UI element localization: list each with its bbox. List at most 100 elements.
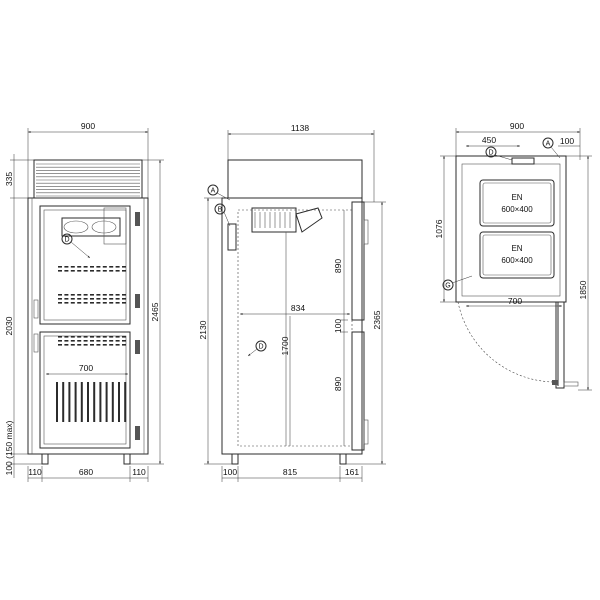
dim-side-depth: 1138: [291, 123, 310, 133]
top-view: EN 600×400 EN 600×400 D A G 900 450 100: [434, 121, 592, 391]
vent-slot: [102, 266, 107, 268]
vent-slot: [109, 340, 114, 342]
vent-slot: [96, 294, 101, 296]
side-upper-door: [351, 201, 365, 321]
handle-icon: [563, 381, 579, 387]
dim-right-foot: 110: [132, 467, 146, 477]
dim-total-height: 2465: [150, 302, 160, 321]
front-cabinet-body: [27, 197, 149, 455]
vent-slot: [109, 294, 114, 296]
callout-d-side-circle: [255, 340, 267, 352]
vent-slot: [70, 266, 75, 268]
vent-slot: [96, 266, 101, 268]
front-foot-left: [41, 453, 49, 465]
grille-slot: [124, 382, 127, 422]
vent-slot: [115, 336, 120, 338]
grille-slot: [74, 382, 77, 422]
dim-top-inner-width: 700: [508, 296, 522, 306]
vent-slot: [58, 340, 62, 342]
vent-slot: [77, 294, 82, 296]
dim-body-height: 2130: [198, 320, 208, 339]
tray-2-label: EN: [511, 244, 522, 253]
top-tray-2: EN 600×400: [479, 231, 555, 279]
vent-slot: [77, 340, 82, 342]
vent-slot: [58, 266, 62, 268]
dim-foot-height: 100 (150 max): [4, 420, 14, 475]
vent-slot: [90, 344, 94, 346]
vent-slot: [70, 336, 75, 338]
vent-slot: [122, 266, 126, 268]
vent-slot: [109, 298, 114, 300]
vent-slot: [70, 340, 75, 342]
callout-a-top-label: A: [546, 141, 551, 148]
callout-b-label: B: [218, 207, 223, 214]
hinge-icon: [135, 294, 140, 308]
front-lower-door: [39, 331, 131, 449]
dim-top-depth: 1076: [434, 219, 444, 238]
vent-slot: [83, 302, 88, 304]
vent-slot: [90, 270, 94, 272]
dim-upper-height: 890: [333, 259, 343, 273]
front-vent-slots: [58, 266, 126, 346]
callout-d-top-circle: [485, 146, 497, 158]
dim-mid-gap: 100: [333, 319, 343, 333]
vent-slot: [77, 344, 82, 346]
dim-door-height: 2030: [4, 316, 14, 335]
side-lower-door: [351, 331, 365, 451]
vent-slot: [90, 302, 94, 304]
vent-slot: [90, 340, 94, 342]
front-lower-grille: [56, 382, 127, 422]
vent-slot: [122, 340, 126, 342]
grille-slot: [87, 382, 89, 422]
hinge-icon: [135, 340, 140, 354]
vent-slot: [58, 294, 62, 296]
grille-slot: [93, 382, 96, 422]
grille-slot: [56, 382, 58, 422]
vent-slot: [64, 294, 69, 296]
front-view: D 900 335 2030 100 (150 max) 2465: [4, 121, 164, 482]
vent-slot: [96, 344, 101, 346]
vent-slot: [115, 266, 120, 268]
vent-slot: [77, 266, 82, 268]
vent-slot: [122, 302, 126, 304]
vent-slot: [77, 298, 82, 300]
vent-slot: [115, 270, 120, 272]
dim-base-depth: 815: [283, 467, 297, 477]
vent-slot: [115, 294, 120, 296]
vent-slot: [64, 302, 69, 304]
vent-slot: [115, 302, 120, 304]
vent-slot: [109, 270, 114, 272]
side-dimensions: 1138 2130 890 100 890 834 1700 2365: [198, 123, 386, 482]
front-dimensions: 900 335 2030 100 (150 max) 2465 700: [4, 121, 164, 482]
vent-slot: [102, 270, 107, 272]
vent-slot: [70, 298, 75, 300]
vent-slot: [58, 270, 62, 272]
side-fan-unit: [295, 207, 323, 233]
dim-inner-depth: 834: [291, 303, 305, 313]
side-inner-compartment: [237, 209, 353, 447]
vent-slot: [90, 266, 94, 268]
vent-slot: [102, 344, 107, 346]
vent-slot: [64, 298, 69, 300]
top-body: [455, 155, 567, 303]
dim-front-width: 900: [81, 121, 95, 131]
top-door-swing: [457, 301, 559, 383]
vent-slot: [83, 294, 88, 296]
vent-slot: [64, 340, 69, 342]
vent-slot: [102, 340, 107, 342]
vent-slot: [64, 266, 69, 268]
vent-slot: [96, 270, 101, 272]
top-fan-cover: [511, 157, 535, 165]
vent-slot: [90, 294, 94, 296]
vent-slot: [102, 294, 107, 296]
front-foot-right: [123, 453, 131, 465]
callout-a-top-circle: [542, 137, 554, 149]
callout-b-circle: [214, 203, 226, 215]
vent-slot: [122, 298, 126, 300]
vent-slot: [96, 340, 101, 342]
vent-slot: [58, 344, 62, 346]
side-top-unit: [227, 159, 363, 199]
vent-slot: [77, 336, 82, 338]
grille-slot: [105, 382, 108, 422]
